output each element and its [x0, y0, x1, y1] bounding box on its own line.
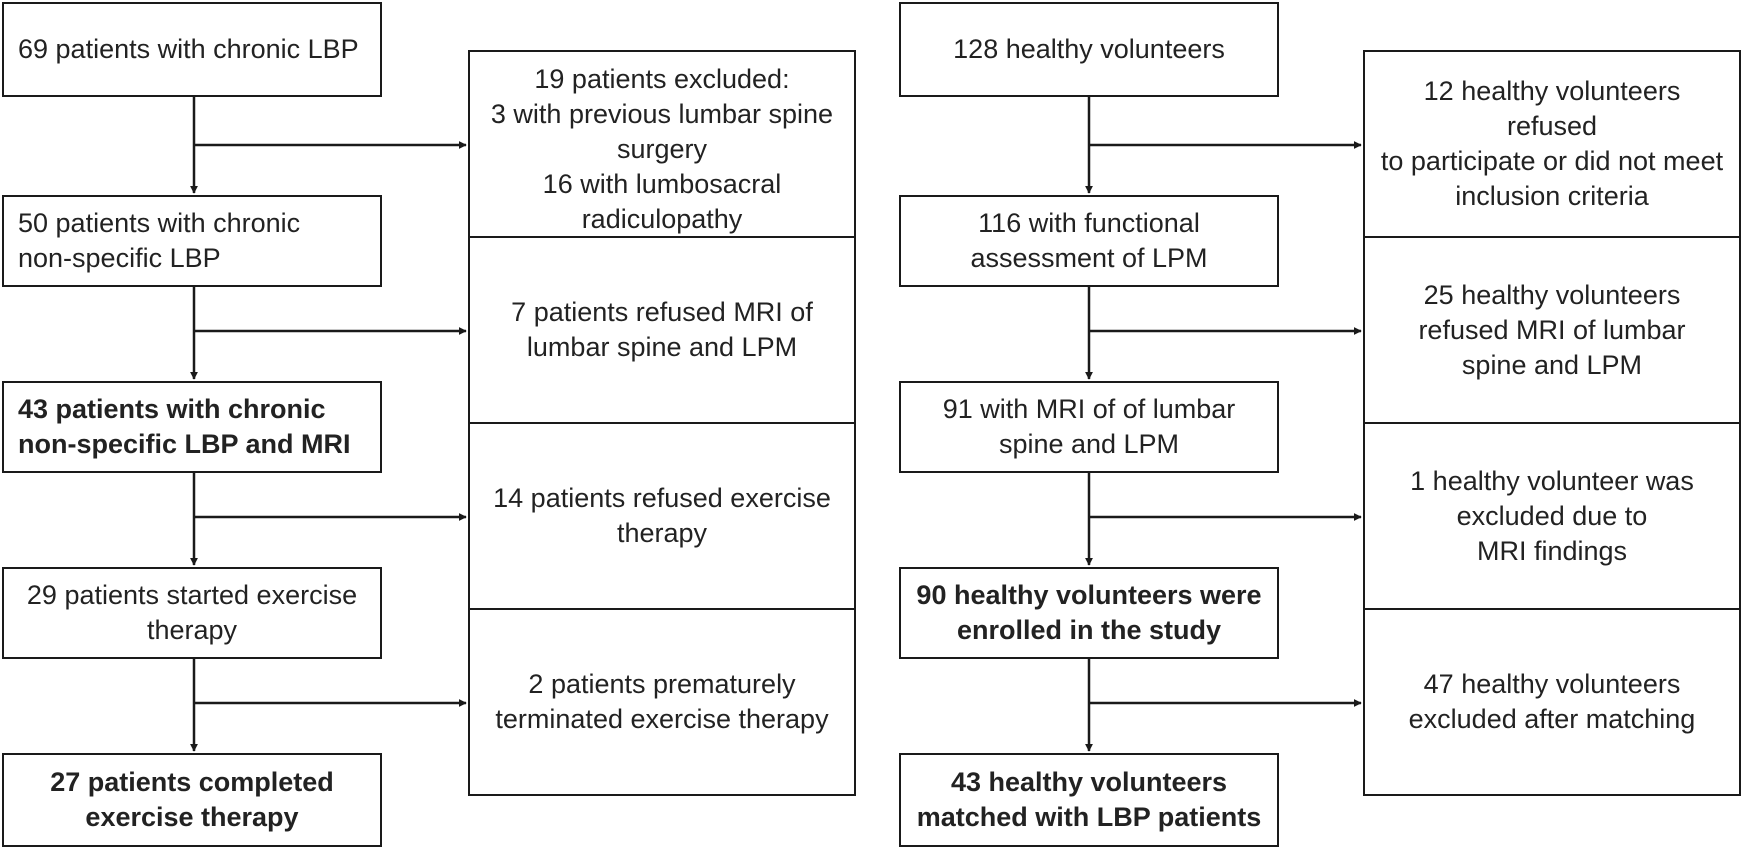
- volunteers-step-4: 90 healthy volunteers were enrolled in t…: [899, 567, 1279, 659]
- volunteers-step-4-text: 90 healthy volunteers were enrolled in t…: [916, 580, 1262, 645]
- volunteers-exclusion-1-text: 12 healthy volunteers refused to partici…: [1380, 76, 1724, 211]
- patients-exclusion-4: 2 patients prematurely terminated exerci…: [468, 608, 856, 796]
- volunteers-exclusion-3-text: 1 healthy volunteer was excluded due to …: [1410, 465, 1694, 566]
- volunteers-exclusion-2: 25 healthy volunteers refused MRI of lum…: [1363, 236, 1741, 424]
- patients-exclusion-4-text: 2 patients prematurely terminated exerci…: [495, 669, 829, 734]
- volunteers-exclusion-1: 12 healthy volunteers refused to partici…: [1363, 50, 1741, 238]
- patients-step-5: 27 patients completed exercise therapy: [2, 753, 382, 847]
- volunteers-step-1-text: 128 healthy volunteers: [953, 34, 1225, 64]
- volunteers-step-3-text: 91 with MRI of of lumbar spine and LPM: [942, 394, 1236, 459]
- volunteers-exclusion-2-text: 25 healthy volunteers refused MRI of lum…: [1418, 279, 1686, 380]
- patients-step-2-text: 50 patients with chronic non-specific LB…: [18, 208, 301, 273]
- patients-step-4-text: 29 patients started exercise therapy: [26, 580, 358, 645]
- patients-exclusion-3: 14 patients refused exercise therapy: [468, 422, 856, 610]
- patients-step-3: 43 patients with chronic non-specific LB…: [2, 381, 382, 473]
- patients-exclusion-1: 19 patients excluded: 3 with previous lu…: [468, 50, 856, 238]
- volunteers-step-5: 43 healthy volunteers matched with LBP p…: [899, 753, 1279, 847]
- patients-step-1: 69 patients with chronic LBP: [2, 2, 382, 97]
- patients-step-4: 29 patients started exercise therapy: [2, 567, 382, 659]
- patients-step-5-text: 27 patients completed exercise therapy: [50, 767, 334, 832]
- volunteers-exclusion-3: 1 healthy volunteer was excluded due to …: [1363, 422, 1741, 610]
- volunteers-step-3: 91 with MRI of of lumbar spine and LPM: [899, 381, 1279, 473]
- patients-step-3-text: 43 patients with chronic non-specific LB…: [18, 394, 351, 459]
- patients-step-1-text: 69 patients with chronic LBP: [18, 34, 359, 64]
- patients-step-2: 50 patients with chronic non-specific LB…: [2, 195, 382, 287]
- patients-exclusion-1-text: 19 patients excluded: 3 with previous lu…: [490, 64, 834, 234]
- volunteers-step-2: 116 with functional assessment of LPM: [899, 195, 1279, 287]
- volunteers-step-1: 128 healthy volunteers: [899, 2, 1279, 97]
- volunteers-exclusion-4-text: 47 healthy volunteers excluded after mat…: [1408, 669, 1696, 734]
- volunteers-step-5-text: 43 healthy volunteers matched with LBP p…: [916, 767, 1262, 832]
- patients-exclusion-2: 7 patients refused MRI of lumbar spine a…: [468, 236, 856, 424]
- patients-exclusion-3-text: 14 patients refused exercise therapy: [493, 483, 831, 548]
- patients-exclusion-2-text: 7 patients refused MRI of lumbar spine a…: [511, 297, 813, 362]
- volunteers-step-2-text: 116 with functional assessment of LPM: [970, 208, 1208, 273]
- volunteers-exclusion-4: 47 healthy volunteers excluded after mat…: [1363, 608, 1741, 796]
